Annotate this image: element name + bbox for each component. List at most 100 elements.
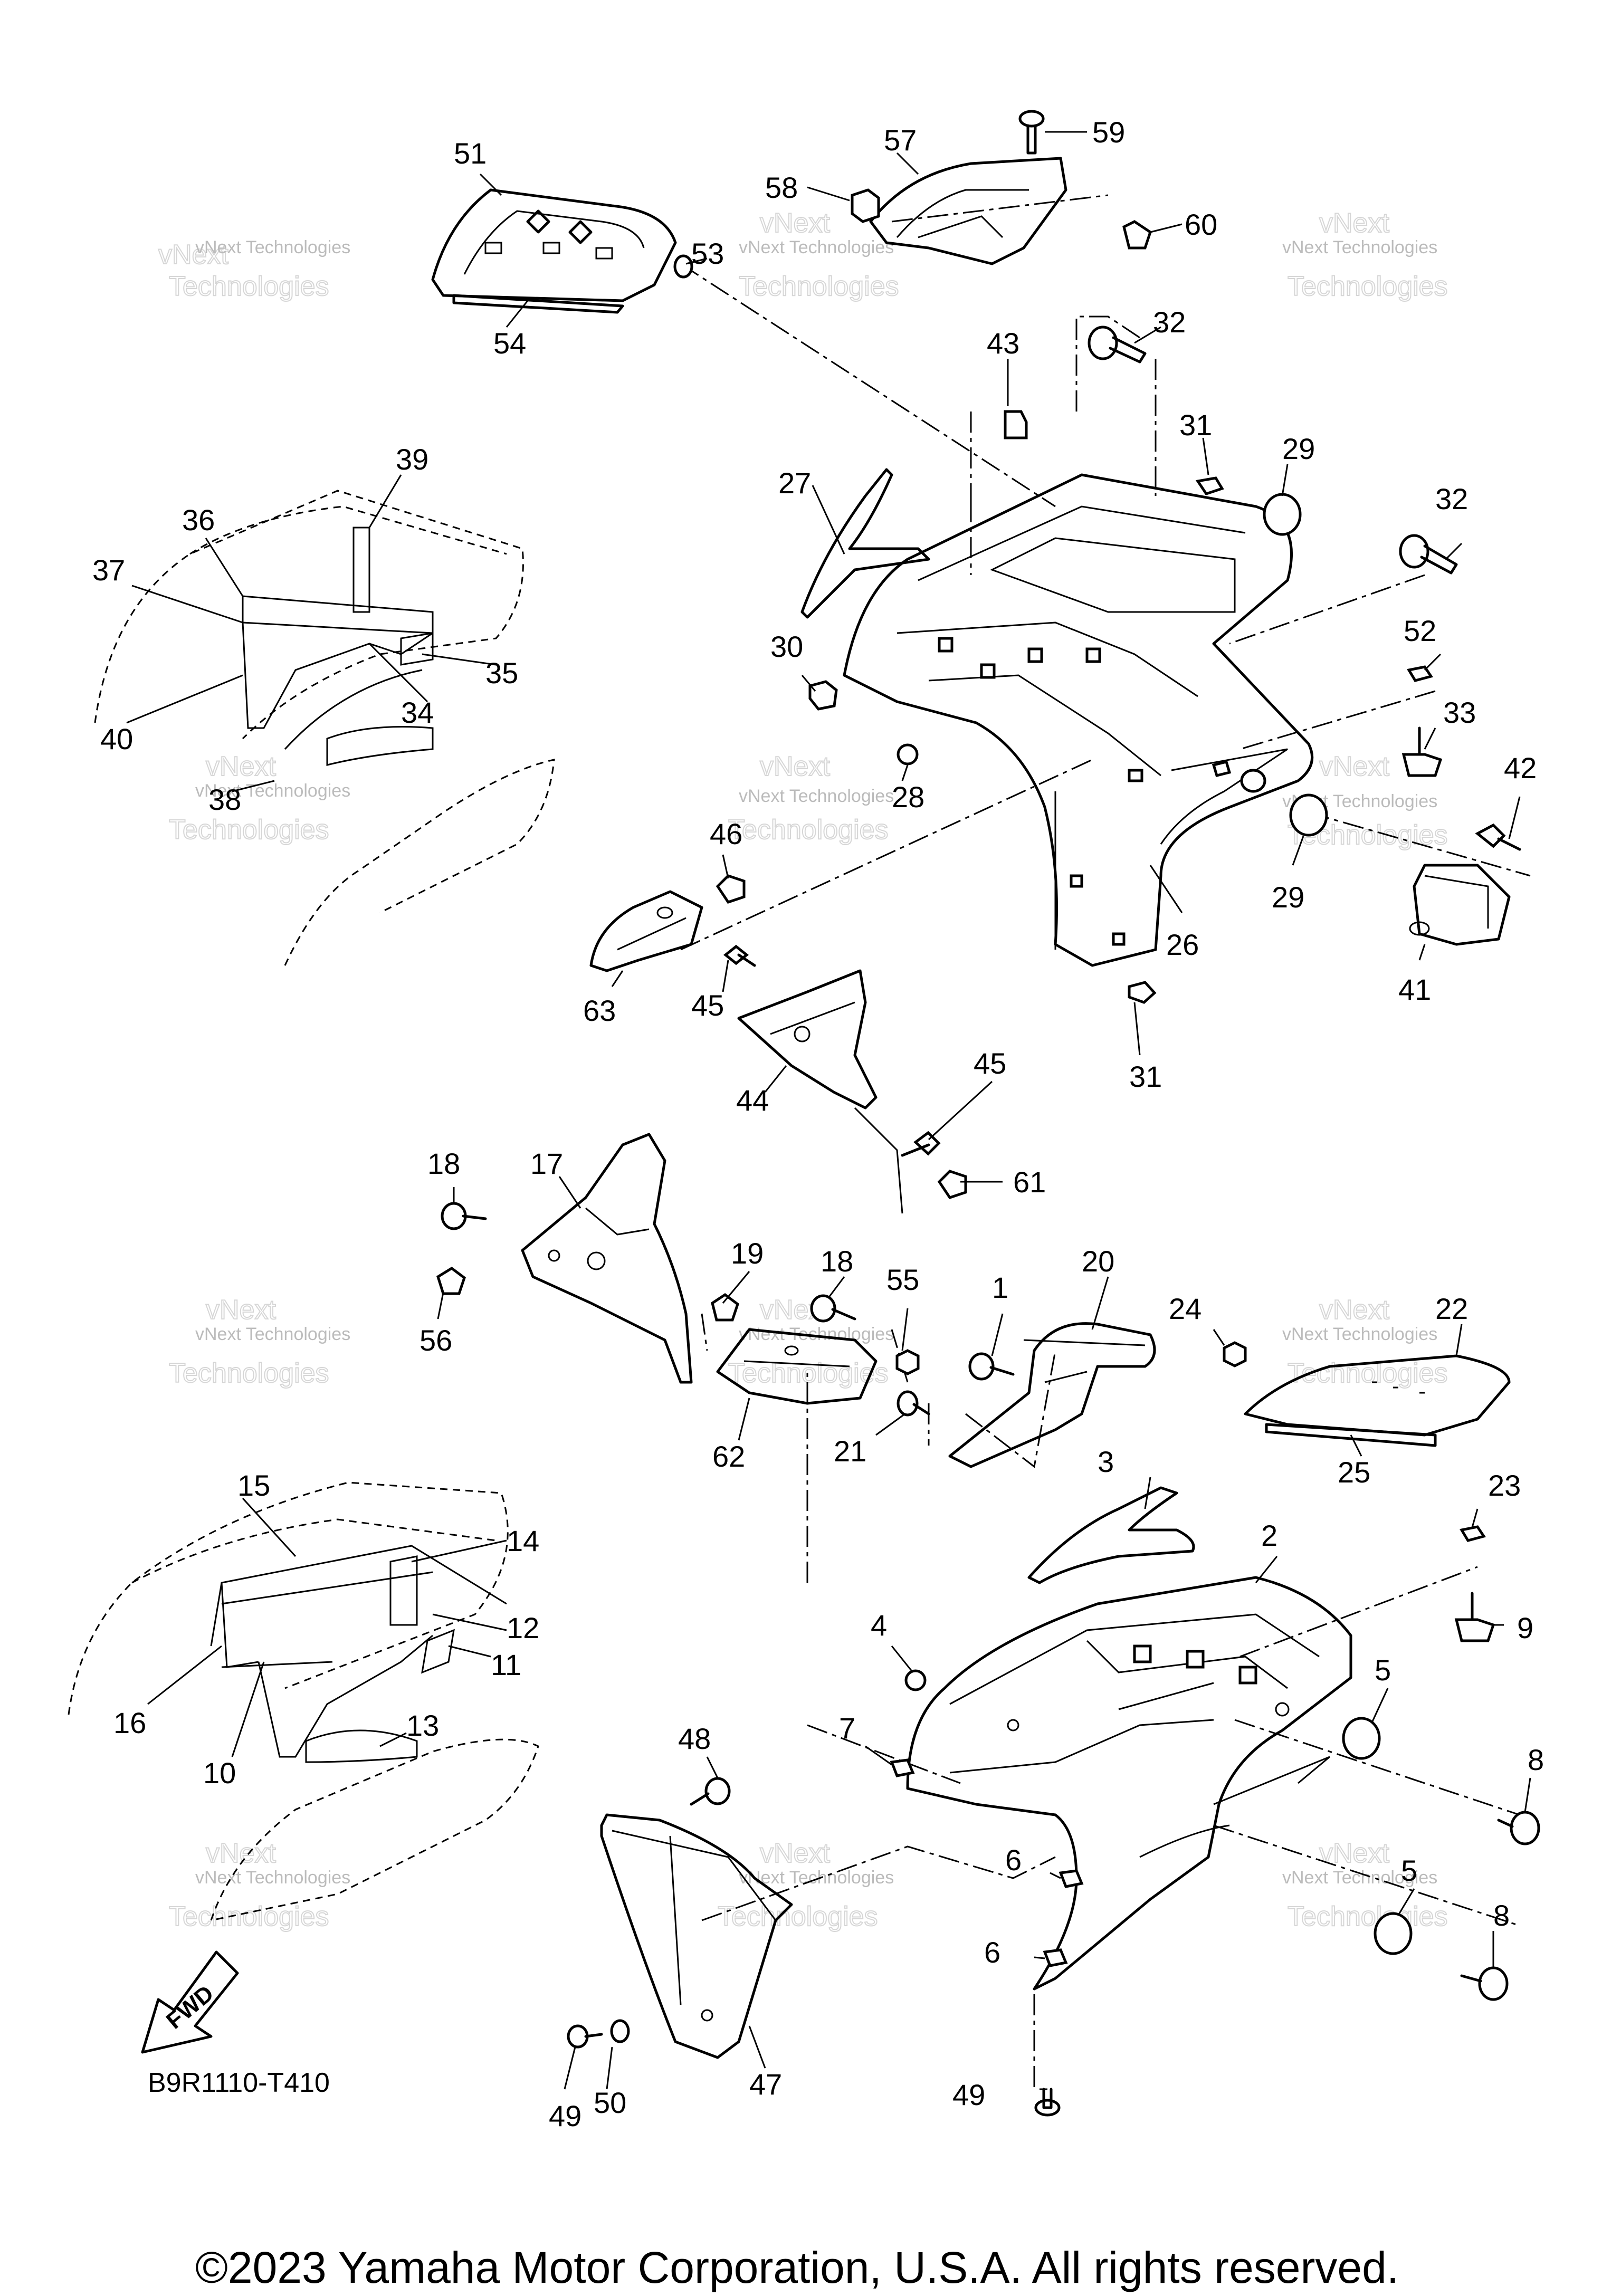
- part-8-screw-b: [1460, 1966, 1509, 2001]
- svg-text:Technologies: Technologies: [169, 271, 329, 302]
- svg-text:vNext Technologies: vNext Technologies: [739, 237, 894, 257]
- callout: 25: [1338, 1456, 1370, 1489]
- part-52-nut: [1407, 665, 1434, 682]
- part-21-screw: [897, 1390, 930, 1417]
- callout: 42: [1504, 751, 1537, 785]
- svg-text:vNext Technologies: vNext Technologies: [1282, 237, 1437, 257]
- part-54-trim-strip: [452, 294, 624, 314]
- part-20-duct: [948, 1322, 1156, 1468]
- callout: 45: [974, 1047, 1006, 1080]
- svg-text:vNext Technologies: vNext Technologies: [195, 781, 350, 801]
- callout: 46: [710, 817, 742, 850]
- callout: 14: [507, 1524, 539, 1557]
- callout: 57: [884, 123, 917, 157]
- part-56-rivet: [436, 1266, 466, 1295]
- callout: 56: [419, 1324, 452, 1357]
- watermarks: vNext vNext Technologies Technologies vN…: [158, 207, 1448, 1933]
- svg-text:vNext Technologies: vNext Technologies: [195, 237, 350, 257]
- svg-text:vNext Technologies: vNext Technologies: [739, 786, 894, 806]
- callout: 5: [1401, 1854, 1417, 1887]
- callout: 7: [839, 1711, 855, 1745]
- svg-text:vNext Technologies: vNext Technologies: [195, 1868, 350, 1888]
- callout: 4: [871, 1609, 887, 1642]
- part-22-side-panel: [1244, 1354, 1511, 1437]
- callout: 33: [1443, 696, 1476, 729]
- part-51-side-cover: [431, 188, 677, 302]
- callout: 11: [491, 1648, 521, 1681]
- callout: 5: [1375, 1653, 1391, 1687]
- part-6-nut-b: [1043, 1948, 1068, 1967]
- svg-text:Technologies: Technologies: [169, 1901, 329, 1932]
- callout: 32: [1153, 305, 1186, 339]
- callout: 18: [427, 1147, 460, 1180]
- part-55-clip: [895, 1349, 920, 1375]
- callout: 24: [1169, 1292, 1202, 1325]
- callout: 27: [778, 466, 811, 500]
- part-19-rivet: [711, 1293, 739, 1322]
- part-31-nut-a: [1195, 476, 1224, 495]
- part-6-nut-a: [1059, 1869, 1084, 1888]
- part-18-screw-a: [441, 1202, 487, 1230]
- part-26-upper-fairing: [843, 473, 1314, 967]
- callout: 59: [1092, 116, 1125, 149]
- callout: 34: [401, 696, 434, 729]
- callout: 6: [984, 1936, 1000, 1969]
- part-8-screw-a: [1497, 1811, 1540, 1845]
- part-42-screw: [1475, 823, 1521, 851]
- callout: 62: [712, 1440, 745, 1473]
- part-31-nut-b: [1128, 981, 1157, 1004]
- callout: 45: [691, 989, 724, 1022]
- part-47-inner-panel: [600, 1813, 793, 2059]
- part-45-screw-a: [723, 944, 756, 967]
- callout: 52: [1404, 614, 1436, 647]
- callout: 55: [886, 1263, 919, 1296]
- callout: 3: [1098, 1445, 1114, 1478]
- callout: 29: [1282, 432, 1315, 465]
- callout: 31: [1129, 1060, 1162, 1093]
- callout: 53: [691, 237, 724, 270]
- callout: 18: [821, 1245, 853, 1278]
- callout: 21: [834, 1434, 866, 1468]
- callout: 23: [1488, 1469, 1521, 1502]
- callout: 8: [1528, 1743, 1544, 1776]
- callout: 50: [594, 2086, 626, 2119]
- callout: 26: [1166, 928, 1199, 961]
- part-9-bolt: [1454, 1592, 1495, 1642]
- part-61-rivet: [937, 1170, 967, 1199]
- callout: 49: [952, 2078, 985, 2111]
- left-ghost-assembly: [94, 490, 555, 966]
- callout: 13: [406, 1709, 439, 1742]
- svg-text:Technologies: Technologies: [718, 1901, 878, 1932]
- leader-lines: [126, 131, 1531, 2090]
- callout: 44: [736, 1084, 769, 1117]
- callout: 29: [1272, 881, 1304, 914]
- callout: 16: [113, 1706, 146, 1739]
- part-5-grommet-a: [1342, 1717, 1381, 1760]
- part-1-screw: [968, 1352, 1015, 1381]
- part-48-screw: [690, 1777, 731, 1806]
- part-58-clip: [851, 188, 880, 223]
- part-7-nut: [890, 1758, 915, 1777]
- part-44-panel: [737, 969, 903, 1214]
- callout: 58: [765, 171, 798, 204]
- svg-text:Technologies: Technologies: [169, 1358, 329, 1389]
- part-3-trim: [1027, 1486, 1195, 1584]
- svg-text:Technologies: Technologies: [1288, 1901, 1448, 1932]
- callout: 54: [493, 327, 526, 360]
- svg-text:vNext Technologies: vNext Technologies: [195, 1324, 350, 1344]
- part-25-trim: [1265, 1423, 1437, 1447]
- svg-text:vNext Technologies: vNext Technologies: [1282, 1868, 1437, 1888]
- callout: 51: [454, 137, 487, 170]
- svg-text:vNext: vNext: [760, 1838, 830, 1869]
- part-43-clip: [1004, 410, 1028, 439]
- svg-text:vNext: vNext: [1319, 1295, 1389, 1325]
- part-18-screw-b: [810, 1294, 856, 1323]
- callout: 10: [203, 1756, 236, 1790]
- lower-left-ghost-assembly: [68, 1481, 539, 1922]
- part-17-bracket: [521, 1133, 693, 1384]
- part-32-screw-b: [1399, 534, 1458, 575]
- callout: 32: [1435, 482, 1468, 515]
- part-63-bracket: [589, 890, 703, 972]
- part-50-washer: [610, 2019, 630, 2043]
